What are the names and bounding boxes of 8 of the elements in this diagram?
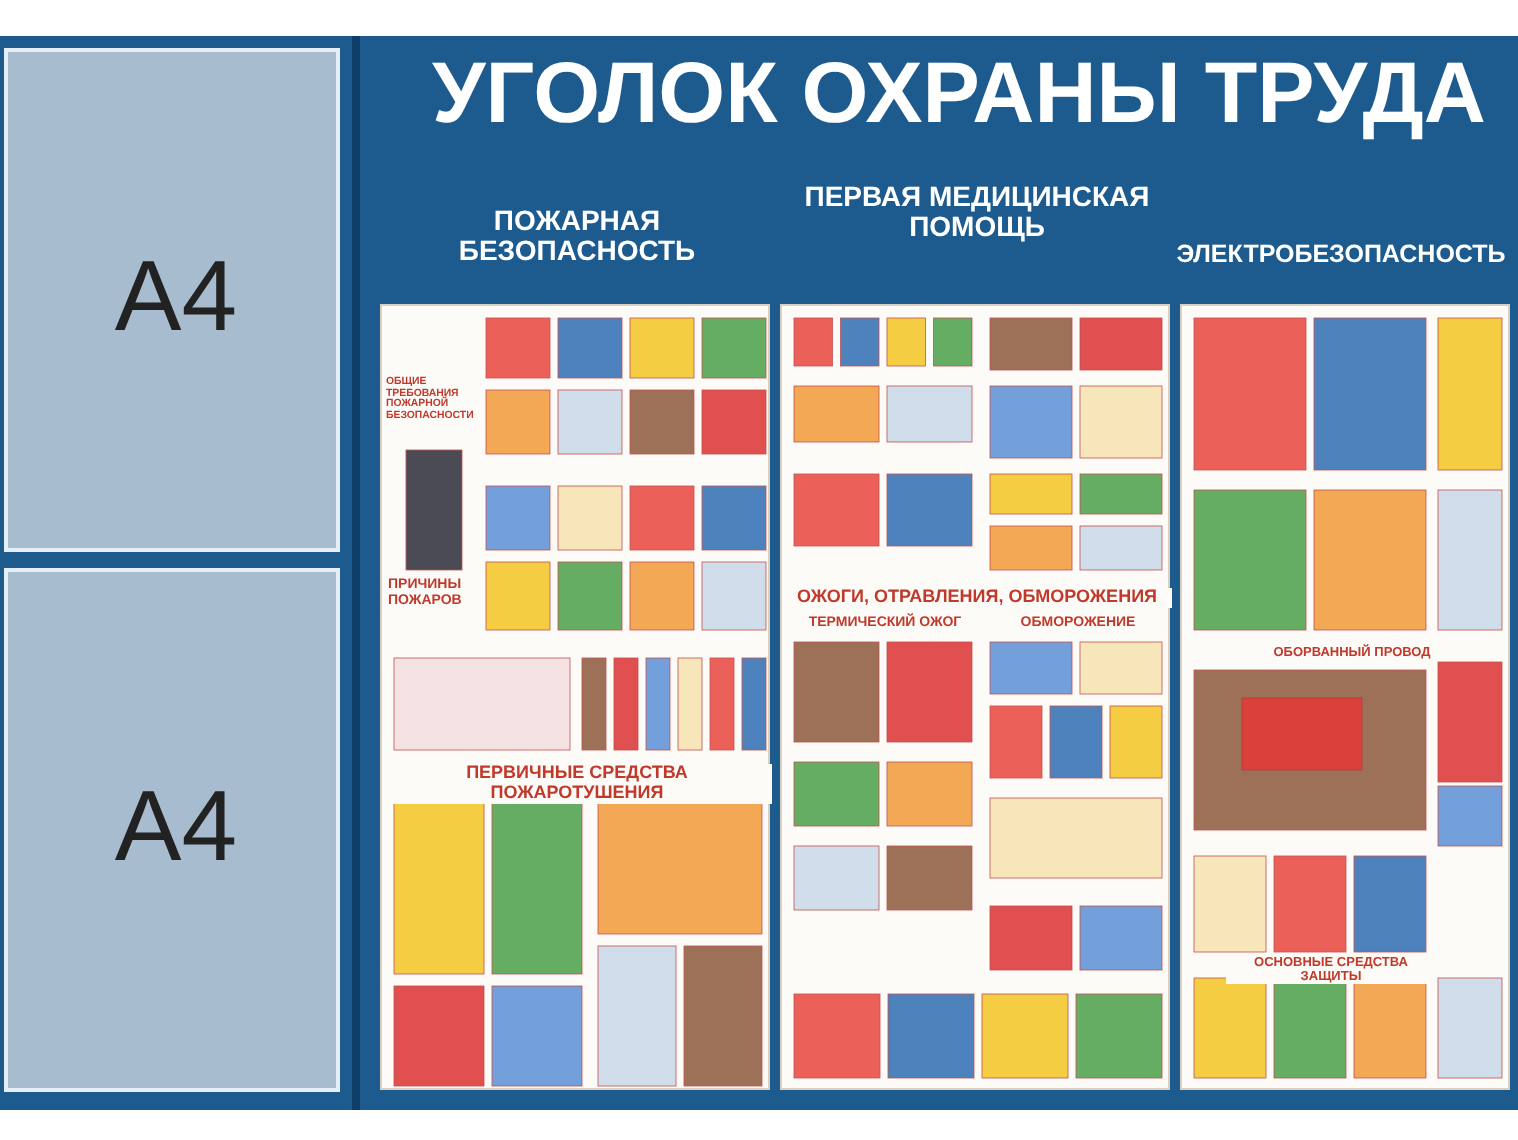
poster-heading: ПЕРВАЯ МЕДИЦИНСКАЯ ПОМОЩЬ xyxy=(802,182,1152,244)
document-pocket xyxy=(4,568,340,1092)
document-pocket xyxy=(4,48,340,552)
pocket-label: A4 xyxy=(112,772,240,882)
poster-heading: ЭЛЕКТРОБЕЗОПАСНОСТЬ xyxy=(1174,242,1508,270)
pocket-label: A4 xyxy=(112,242,240,352)
poster-heading: ПОЖАРНАЯ БЕЗОПАСНОСТЬ xyxy=(456,206,698,268)
board-title: УГОЛОК ОХРАНЫ ТРУДА xyxy=(430,48,1488,143)
